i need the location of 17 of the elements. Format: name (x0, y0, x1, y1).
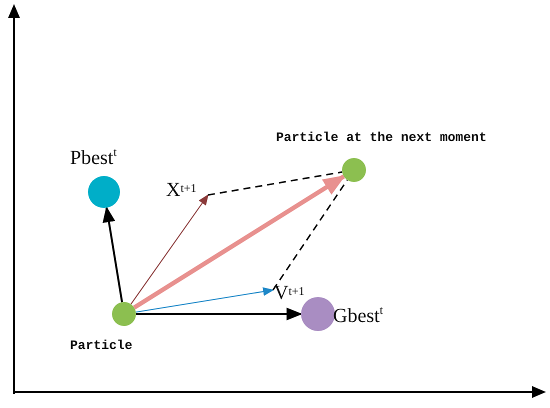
dashed-line (208, 171, 342, 196)
vector-label: X$^{t+1}$ (166, 180, 208, 202)
node-caption: Gbest$^{t}$ (333, 305, 384, 328)
particle-dot (88, 176, 120, 208)
particle-dot (112, 302, 136, 326)
node-caption: Particle at the next moment (276, 130, 487, 145)
node-caption: Pbest$^{t}$ (70, 147, 117, 170)
particle-dot (301, 297, 335, 331)
vector-label: V$^{t+1}$ (274, 283, 318, 305)
particle-dot (342, 158, 366, 182)
arrow (135, 287, 274, 313)
arrow (102, 206, 124, 302)
node-caption: Particle (70, 338, 132, 353)
arrow (130, 194, 209, 305)
arrow (132, 174, 346, 310)
arrow (136, 308, 303, 320)
dashed-line (272, 180, 348, 290)
